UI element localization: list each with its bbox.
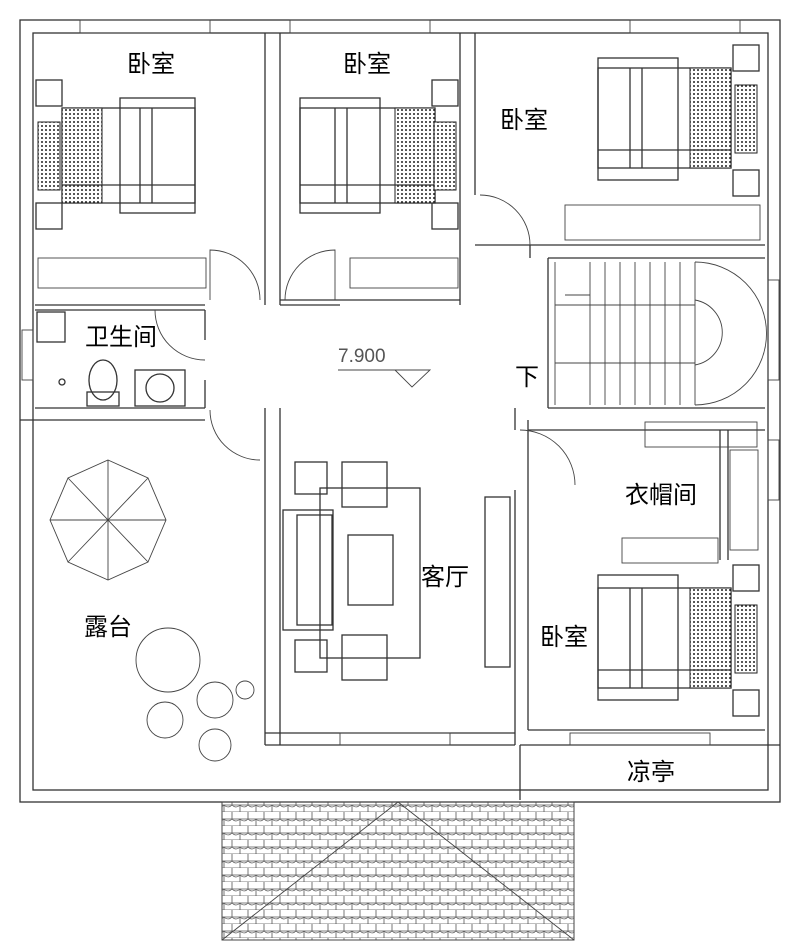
umbrella (49, 459, 167, 581)
label-bedroom-3: 卧室 (500, 106, 548, 134)
living-room-furniture (282, 461, 511, 681)
bed-1 (35, 79, 196, 230)
bed-2 (299, 79, 459, 230)
doors (154, 194, 576, 486)
elevation-text: 7.900 (338, 346, 386, 367)
roof-tiles (221, 801, 575, 941)
label-bedroom-4: 卧室 (540, 623, 588, 651)
bed-4 (597, 564, 760, 717)
wardrobes (37, 204, 761, 564)
label-bedroom-1: 卧室 (127, 50, 175, 78)
label-walk-in-closet: 衣帽间 (625, 481, 697, 509)
bathroom-fixtures (36, 311, 186, 407)
elevation-mark: 7.900 (338, 346, 432, 388)
interior-walls (20, 33, 780, 800)
plants (135, 627, 255, 762)
label-bathroom: 卫生间 (85, 323, 157, 351)
label-pavilion: 凉亭 (627, 758, 675, 786)
roof-ridge (221, 801, 575, 941)
label-stairs-down: 下 (515, 363, 539, 391)
label-bedroom-2: 卧室 (343, 50, 391, 78)
label-terrace: 露台 (84, 613, 132, 641)
bed-3 (597, 44, 760, 197)
staircase (554, 261, 767, 406)
label-living-room: 客厅 (421, 563, 469, 591)
windows (21, 19, 780, 746)
